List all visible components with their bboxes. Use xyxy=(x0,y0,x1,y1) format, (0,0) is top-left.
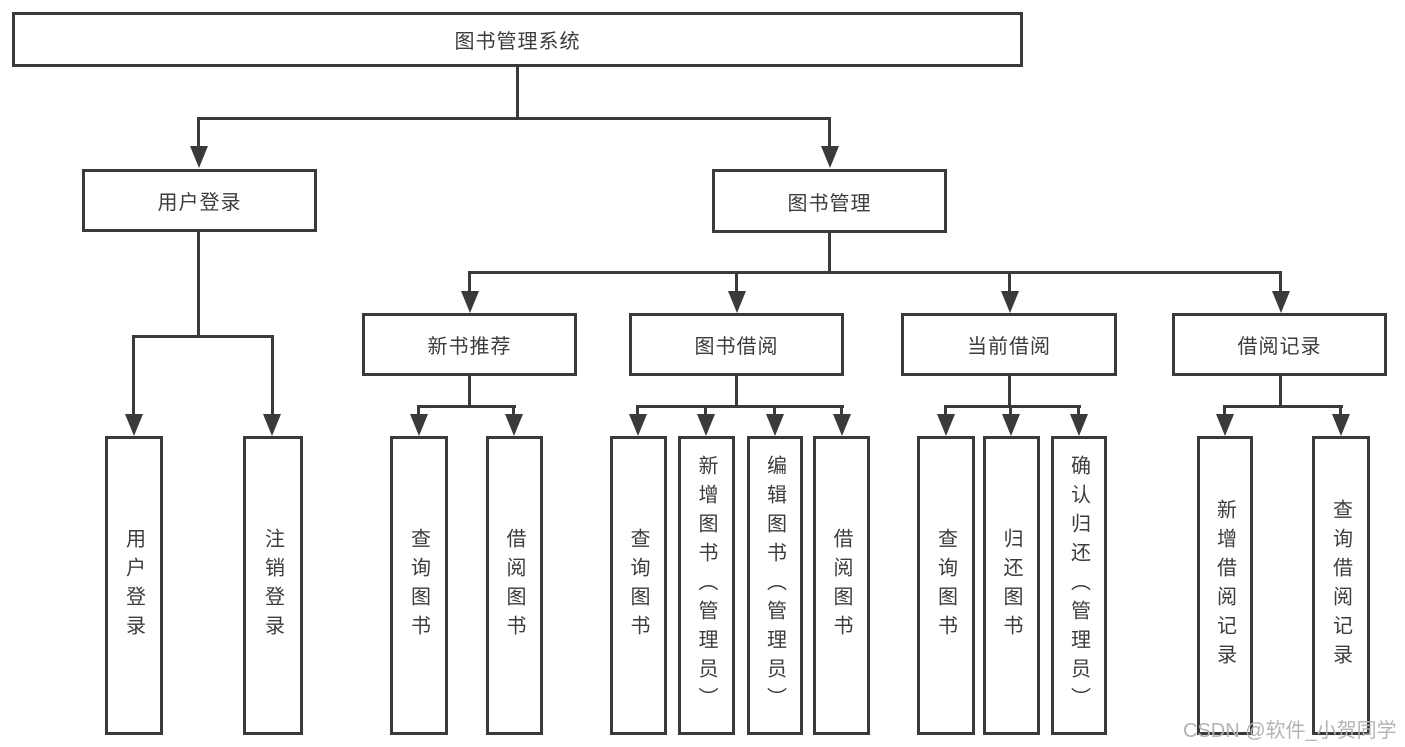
connector-current-borrow-hbar xyxy=(944,405,1081,408)
watermark: CSDN @软件_小贺同学 xyxy=(1183,720,1397,742)
leaf-label: 归还图书 xyxy=(1000,527,1022,644)
leaf-label: 查询图书 xyxy=(934,527,957,644)
arrow-down-icon xyxy=(833,414,851,436)
arrow-down-icon xyxy=(1002,414,1020,436)
leaf-query-books: 查询图书 xyxy=(390,436,448,735)
leaf-add-book-admin: 新增图书（管理员） xyxy=(678,436,735,735)
arrow-down-icon xyxy=(1272,291,1290,313)
node-user-login: 用户登录 xyxy=(82,169,317,232)
connector-stem-leaf xyxy=(636,405,639,417)
leaf-confirm-return-admin: 确认归还（管理员） xyxy=(1051,436,1107,735)
leaf-label: 查询图书 xyxy=(627,527,649,644)
node-label: 新书推荐 xyxy=(427,336,512,358)
connector-stem-user-login xyxy=(197,117,200,149)
arrow-down-icon xyxy=(505,414,523,436)
connector-book-management-hbar xyxy=(468,271,1282,274)
connector-book-borrow-stem xyxy=(735,374,738,408)
connector-root-stem xyxy=(516,65,519,119)
connector-stem-leaf xyxy=(1223,405,1226,417)
connector-stem-leaf xyxy=(1339,405,1342,417)
leaf-label: 新增借阅记录 xyxy=(1213,498,1236,673)
connector-stem-leaf xyxy=(704,405,707,417)
connector-user-login-stem xyxy=(197,231,200,336)
leaf-borrow-books: 借阅图书 xyxy=(813,436,870,735)
connector-stem-leaf xyxy=(1009,405,1012,417)
arrow-down-icon xyxy=(1216,414,1234,436)
leaf-user-login: 用户登录 xyxy=(105,436,163,735)
connector-borrow-record-hbar xyxy=(1223,405,1343,408)
leaf-label: 借阅图书 xyxy=(830,527,852,644)
arrow-down-icon xyxy=(410,414,428,436)
connector-new-book-hbar xyxy=(417,405,516,408)
node-book-borrow: 图书借阅 xyxy=(629,313,844,376)
arrow-down-icon xyxy=(937,414,955,436)
arrow-down-icon xyxy=(125,414,143,436)
node-label: 图书管理系统 xyxy=(454,31,581,53)
arrow-down-icon xyxy=(1001,291,1019,313)
connector-stem-leaf xyxy=(132,335,135,416)
arrow-down-icon xyxy=(190,146,208,168)
connector-book-management-stem xyxy=(828,232,831,273)
connector-stem-leaf xyxy=(944,405,947,417)
node-label: 借阅记录 xyxy=(1237,336,1322,358)
connector-book-borrow-hbar xyxy=(636,405,844,408)
arrow-down-icon xyxy=(629,414,647,436)
leaf-label: 用户登录 xyxy=(122,527,145,644)
leaf-add-borrow-record: 新增借阅记录 xyxy=(1197,436,1253,735)
node-borrow-record: 借阅记录 xyxy=(1172,313,1387,376)
leaf-return-book: 归还图书 xyxy=(983,436,1040,735)
leaf-query-books: 查询图书 xyxy=(610,436,667,735)
node-book-management: 图书管理 xyxy=(712,169,947,233)
connector-user-login-hbar xyxy=(132,335,274,338)
node-label: 当前借阅 xyxy=(967,336,1051,358)
arrow-down-icon xyxy=(697,414,715,436)
arrow-down-icon xyxy=(766,414,784,436)
connector-new-book-stem xyxy=(468,374,471,408)
leaf-label: 注销登录 xyxy=(261,527,284,644)
connector-stem-leaf xyxy=(271,335,274,416)
connector-stem-leaf xyxy=(840,405,843,417)
node-label: 图书借阅 xyxy=(694,336,779,358)
connector-stem-leaf xyxy=(1077,405,1080,417)
arrow-down-icon xyxy=(728,291,746,313)
leaf-borrow-books: 借阅图书 xyxy=(486,436,543,735)
leaf-edit-book-admin: 编辑图书（管理员） xyxy=(747,436,803,735)
leaf-query-borrow-record: 查询借阅记录 xyxy=(1312,436,1370,735)
leaf-label: 借阅图书 xyxy=(503,527,525,644)
connector-stem-level3 xyxy=(1008,271,1011,295)
arrow-down-icon xyxy=(1070,414,1088,436)
leaf-label: 确认归还（管理员） xyxy=(1067,455,1090,716)
node-current-borrow: 当前借阅 xyxy=(901,313,1117,376)
leaf-label: 新增图书（管理员） xyxy=(695,455,717,716)
node-label: 图书管理 xyxy=(787,192,872,215)
node-new-book-recommend: 新书推荐 xyxy=(362,313,577,376)
leaf-logout: 注销登录 xyxy=(243,436,303,735)
arrow-down-icon xyxy=(1332,414,1350,436)
arrow-down-icon xyxy=(263,414,281,436)
node-label: 用户登录 xyxy=(157,192,242,214)
node-root: 图书管理系统 xyxy=(12,12,1023,67)
connector-stem-level3 xyxy=(1279,271,1282,295)
leaf-query-books: 查询图书 xyxy=(917,436,975,735)
connector-stem-leaf xyxy=(773,405,776,417)
connector-current-borrow-stem xyxy=(1008,374,1011,408)
connector-stem-level3 xyxy=(735,271,738,295)
connector-borrow-record-stem xyxy=(1279,374,1282,408)
leaf-label: 查询借阅记录 xyxy=(1329,498,1352,673)
arrow-down-icon xyxy=(461,291,479,313)
connector-root-hbar xyxy=(197,117,831,120)
connector-stem-leaf xyxy=(512,405,515,417)
connector-stem-book-management xyxy=(828,117,831,149)
leaf-label: 编辑图书（管理员） xyxy=(763,455,786,716)
connector-stem-leaf xyxy=(417,405,420,417)
arrow-down-icon xyxy=(821,146,839,168)
leaf-label: 查询图书 xyxy=(407,527,430,644)
connector-stem-level3 xyxy=(468,271,471,295)
